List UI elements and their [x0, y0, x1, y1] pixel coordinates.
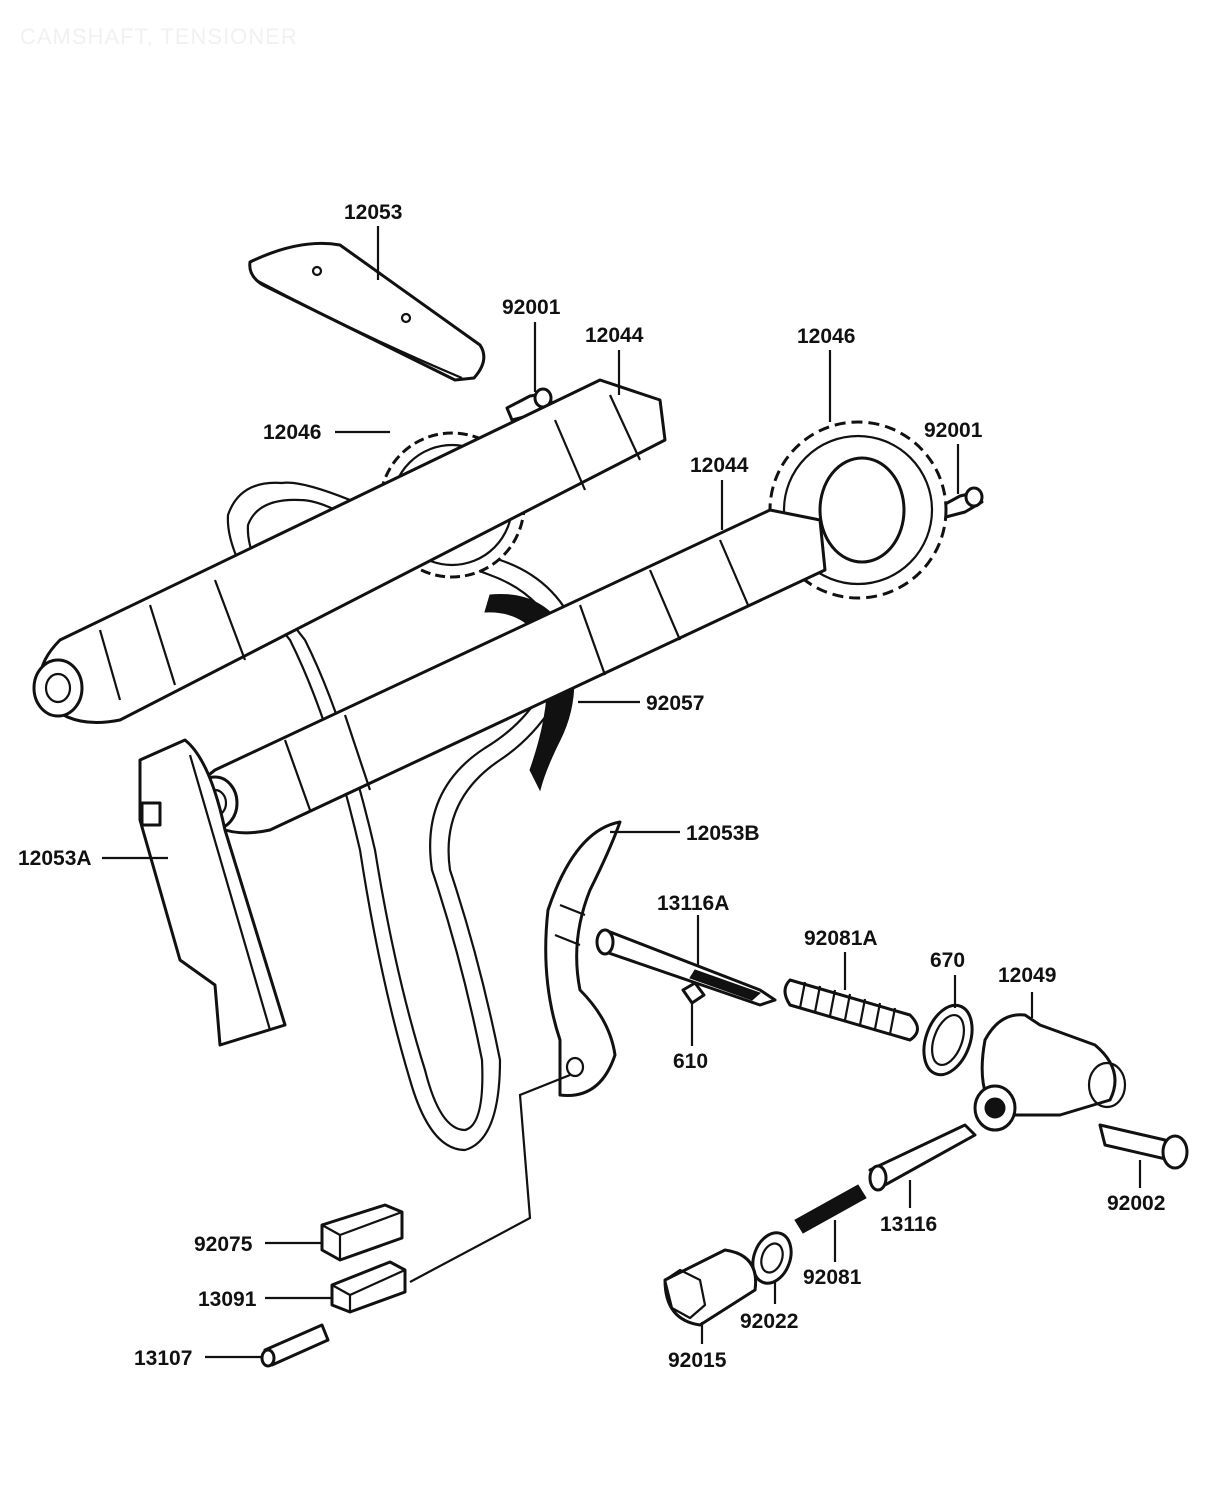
label-12044-upper: 12044	[585, 324, 644, 347]
tensioner-body	[973, 1013, 1127, 1132]
tensioner-rod-a	[595, 928, 777, 1007]
pin-13107	[260, 1323, 330, 1368]
leader-lines	[102, 226, 1142, 1359]
label-12046-right: 12046	[797, 325, 855, 348]
label-92075: 92075	[194, 1233, 253, 1256]
label-12053b: 12053B	[686, 822, 760, 845]
label-13116a: 13116A	[657, 892, 729, 915]
label-12053: 12053	[344, 201, 402, 224]
label-670: 670	[930, 949, 965, 972]
spring-92081a	[783, 978, 919, 1042]
chain-guide-top	[248, 241, 486, 382]
label-92081: 92081	[803, 1266, 862, 1289]
label-92015: 92015	[668, 1349, 727, 1372]
block-92075	[320, 1203, 404, 1262]
chain-guide-rear	[544, 820, 622, 1097]
label-12053a: 12053A	[18, 847, 92, 870]
clip-610	[681, 981, 706, 1005]
camshaft-upper	[32, 378, 667, 724]
holder-13091	[330, 1260, 407, 1314]
spring-92081	[794, 1184, 867, 1234]
washer-92022	[751, 1231, 793, 1285]
label-92057: 92057	[646, 692, 704, 715]
label-12046-left: 12046	[263, 421, 321, 444]
chain-guide-front	[138, 738, 287, 1047]
label-12044-lower: 12044	[690, 454, 749, 477]
label-92002: 92002	[1107, 1192, 1165, 1215]
part-labels: 12053 92001 12044 12046 12046 92001 1204…	[18, 201, 1165, 1372]
label-13091: 13091	[198, 1288, 257, 1311]
cam-sprocket-bolt-left	[505, 387, 554, 422]
label-92001-right: 92001	[924, 419, 983, 442]
cap-nut-92015	[663, 1248, 758, 1327]
label-610: 610	[673, 1050, 708, 1073]
diagram-title: CAMSHAFT, TENSIONER	[20, 24, 298, 49]
label-12049: 12049	[998, 964, 1056, 987]
label-13116: 13116	[880, 1213, 937, 1236]
bolt-92002	[1098, 1123, 1189, 1170]
label-92081a: 92081A	[804, 927, 878, 950]
o-ring-670	[922, 1003, 974, 1077]
label-92001-left: 92001	[502, 296, 561, 319]
label-13107: 13107	[134, 1347, 192, 1370]
label-92022: 92022	[740, 1310, 798, 1333]
plunger-13116	[868, 1123, 977, 1192]
